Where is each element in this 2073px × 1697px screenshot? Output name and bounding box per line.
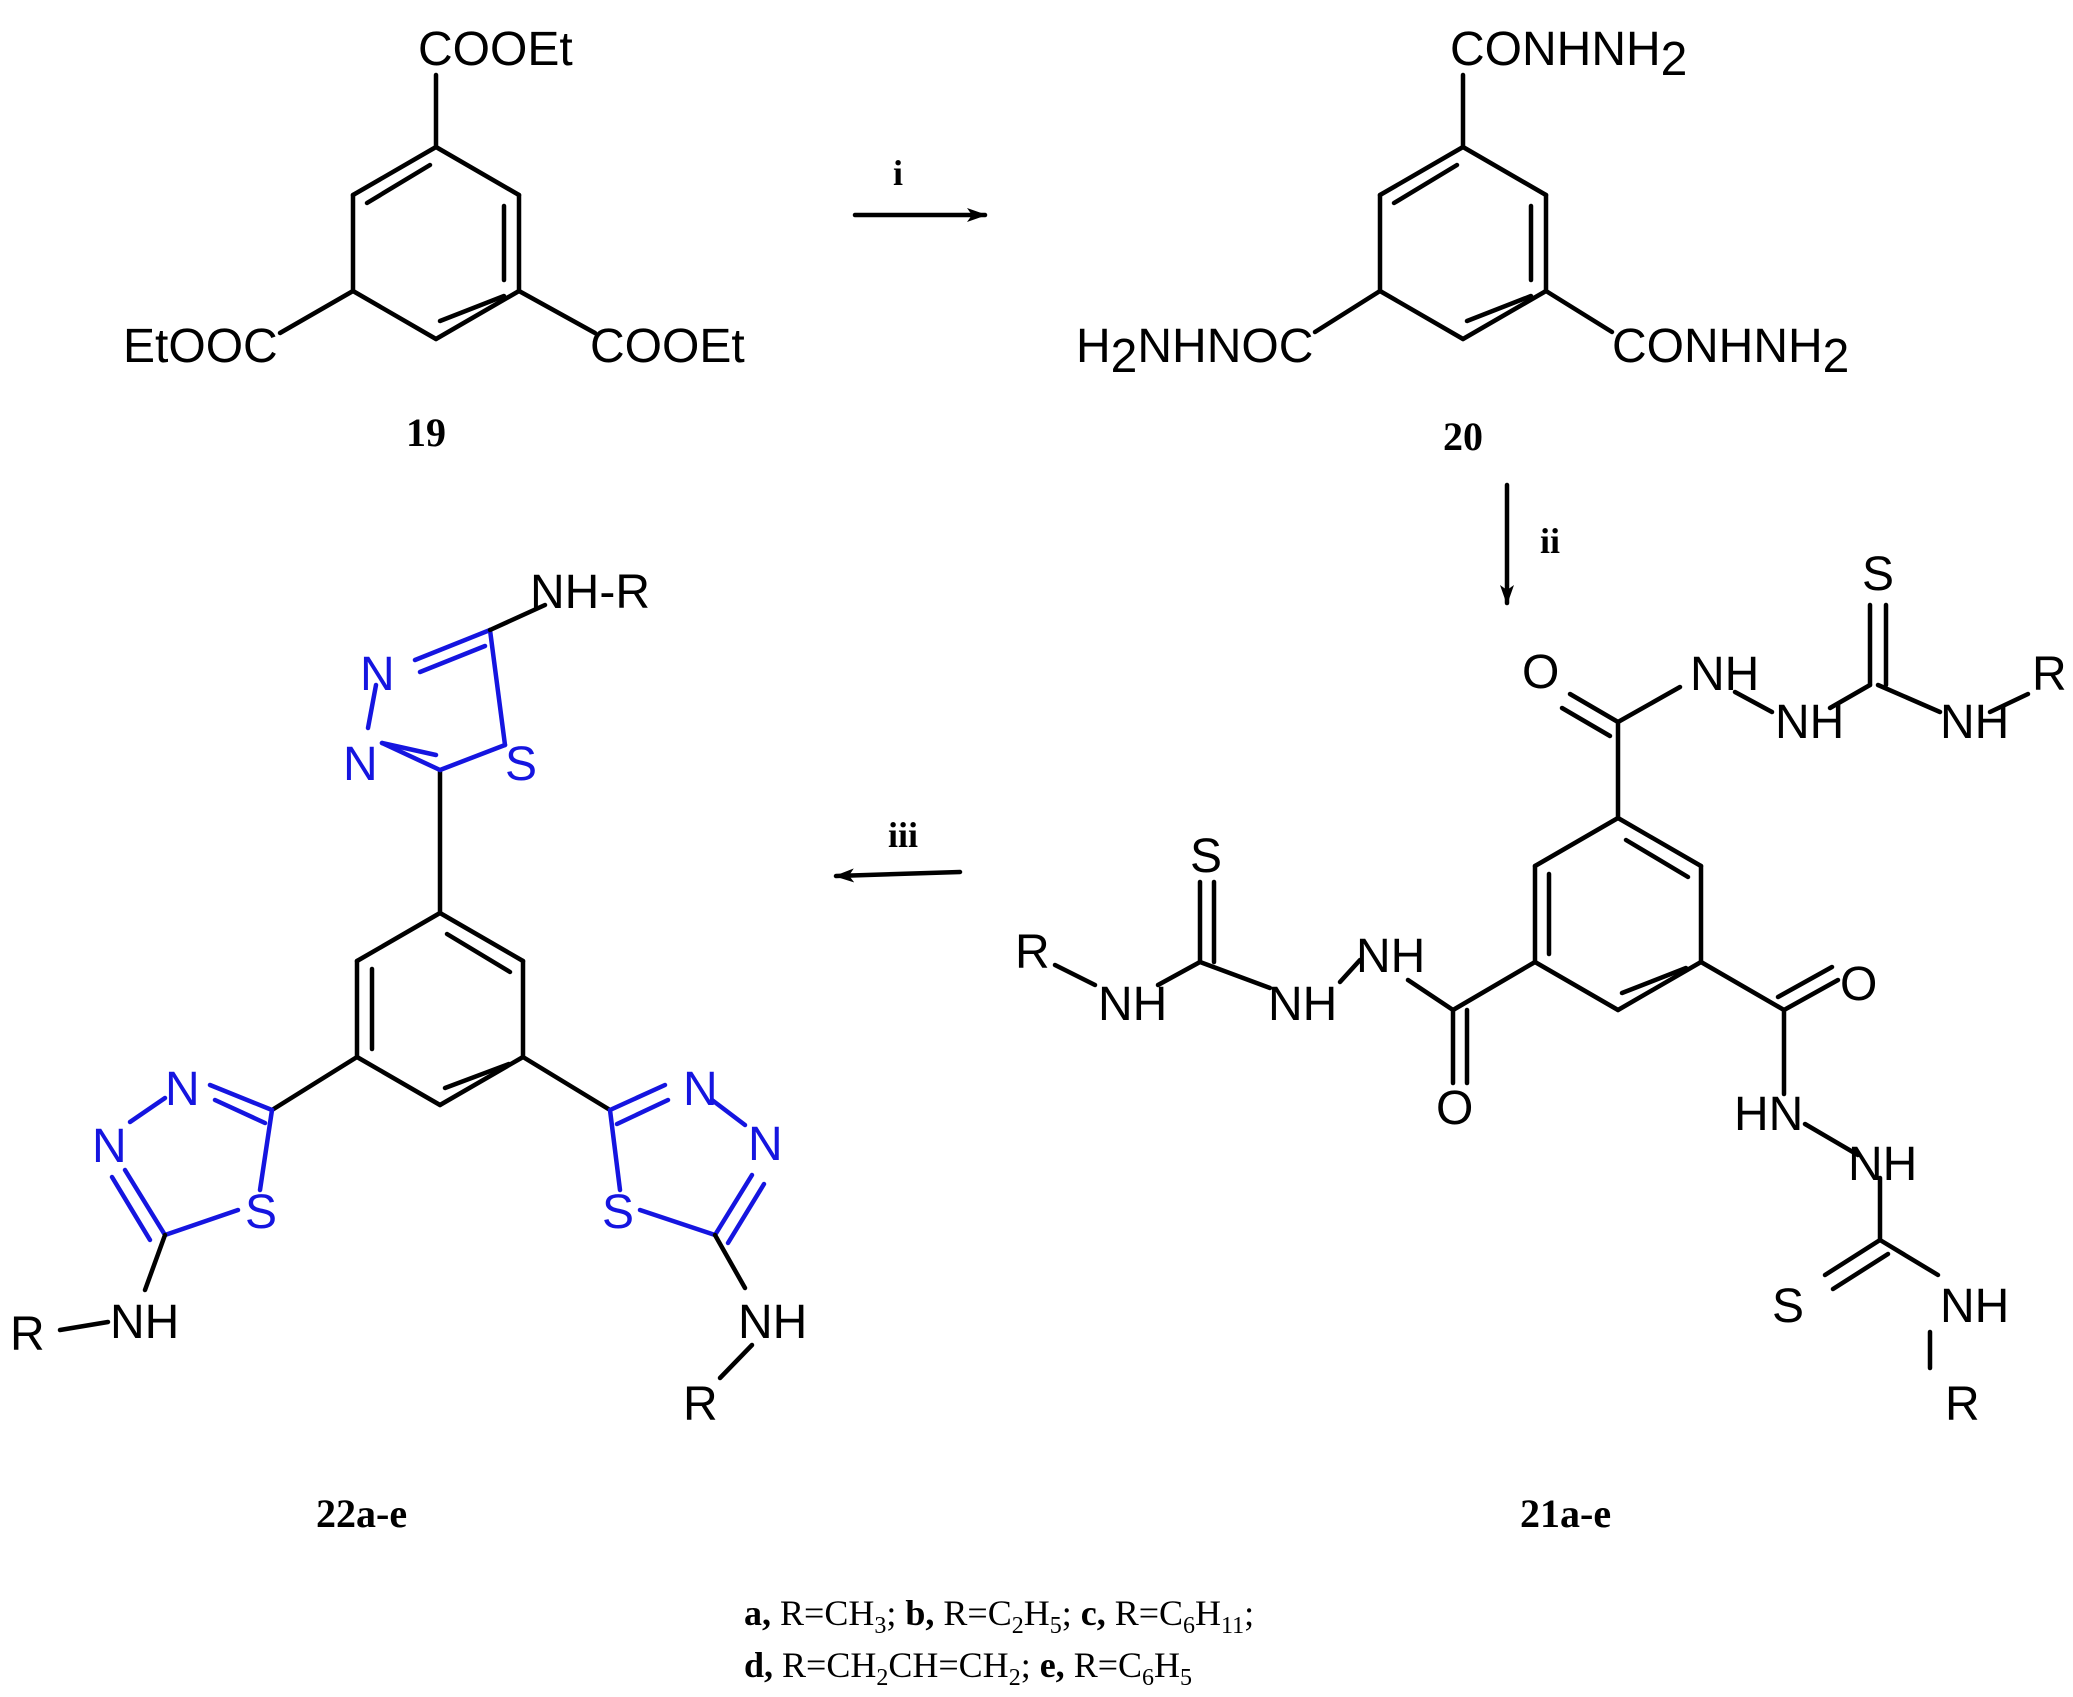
- benzene-ring: [1532, 815, 1704, 1013]
- legend-fragment: H: [1195, 1593, 1221, 1633]
- legend-fragment: R=CH: [771, 1593, 874, 1633]
- legend-fragment: 6: [1183, 1613, 1195, 1639]
- hydrazine-nh-left: NH: [1268, 978, 1337, 1031]
- legend-fragment: H: [1154, 1645, 1180, 1685]
- compound-20: CONHNH2 H2NHNOC CONHNH2 20: [1076, 23, 1849, 459]
- thioamide-nh-top: NH: [1940, 696, 2009, 749]
- legend-fragment: 6: [1142, 1665, 1154, 1691]
- carbonyl-oxygen-left: O: [1436, 1082, 1473, 1135]
- legend-fragment: ;: [1244, 1593, 1254, 1633]
- legend-fragment: 11: [1221, 1613, 1244, 1639]
- compound-number-19: 19: [406, 410, 446, 455]
- legend-fragment: 5: [1180, 1665, 1192, 1691]
- thioamide-nh-left: NH: [1098, 978, 1167, 1031]
- legend-fragment: c,: [1081, 1593, 1106, 1633]
- amide-nh-top: NH: [1690, 648, 1759, 701]
- ring-nitrogen: N: [683, 1063, 718, 1116]
- ring-sulfur: S: [245, 1186, 277, 1239]
- benzene-ring: [354, 910, 526, 1108]
- ester-group-top: COOEt: [418, 23, 573, 76]
- thione-sulfur-left: S: [1190, 830, 1222, 883]
- hydrazine-nh-top: NH: [1775, 696, 1844, 749]
- legend-fragment: ;: [1062, 1593, 1081, 1633]
- hydrazide-group-right: CONHNH2: [1612, 320, 1849, 383]
- benzene-ring: [1377, 144, 1549, 342]
- legend-fragment: b,: [905, 1593, 934, 1633]
- legend-fragment: H: [1024, 1593, 1050, 1633]
- legend-fragment: R=C: [934, 1593, 1011, 1633]
- ring-nitrogen: N: [360, 648, 395, 701]
- step-label-ii: ii: [1540, 521, 1560, 561]
- compound-19: COOEt EtOOC COOEt 19: [123, 23, 745, 455]
- legend-line-2: d, R=CH2CH=CH2; e, R=C6H5: [744, 1645, 1192, 1691]
- thiadiazole-ring-left: N N S: [92, 1063, 277, 1243]
- hydrazide-group-left: H2NHNOC: [1076, 320, 1313, 383]
- ring-sulfur: S: [505, 738, 537, 791]
- thiadiazole-ring-right: N N S: [602, 1063, 783, 1246]
- legend-fragment: 2: [876, 1665, 888, 1691]
- ring-sulfur: S: [602, 1186, 634, 1239]
- legend-fragment: R=CH: [773, 1645, 876, 1685]
- reaction-arrow-iii: iii: [833, 815, 963, 883]
- legend-fragment: R=C: [1106, 1593, 1183, 1633]
- carbonyl-oxygen-top: O: [1522, 646, 1559, 699]
- amine-nh-left: NH: [110, 1296, 179, 1349]
- ring-nitrogen: N: [748, 1118, 783, 1171]
- step-label-i: i: [893, 153, 903, 193]
- legend-fragment: a,: [744, 1593, 771, 1633]
- compound-number-21: 21a-e: [1520, 1491, 1611, 1536]
- hydrazide-group-top: CONHNH2: [1450, 23, 1687, 86]
- compound-number-20: 20: [1443, 414, 1483, 459]
- thione-sulfur-top: S: [1862, 548, 1894, 601]
- substituent-legend: a, R=CH3; b, R=C2H5; c, R=C6H11; d, R=CH…: [744, 1593, 1254, 1691]
- legend-fragment: 2: [1012, 1613, 1024, 1639]
- r-group-right: R: [683, 1378, 718, 1431]
- legend-fragment: CH=CH: [888, 1645, 1008, 1685]
- step-label-iii: iii: [888, 815, 918, 855]
- compound-21a-e: O NH NH S NH R O NH NH S NH R O HN: [1015, 548, 2067, 1536]
- carbonyl-oxygen-right: O: [1840, 958, 1877, 1011]
- thiadiazole-ring-top: N N S: [343, 627, 537, 791]
- benzene-ring: [350, 144, 522, 342]
- legend-fragment: d,: [744, 1645, 773, 1685]
- amine-nh-right: NH: [738, 1296, 807, 1349]
- amide-nh-left: NH: [1356, 930, 1425, 983]
- hydrazine-hn-right: HN: [1734, 1088, 1803, 1141]
- ring-nitrogen: N: [343, 738, 378, 791]
- r-group-top: R: [2032, 648, 2067, 701]
- r-group-left: R: [10, 1308, 45, 1361]
- legend-fragment: 2: [1009, 1665, 1021, 1691]
- legend-fragment: e,: [1040, 1645, 1065, 1685]
- r-group-right: R: [1945, 1378, 1980, 1431]
- compound-number-22: 22a-e: [316, 1491, 407, 1536]
- r-group-left: R: [1015, 926, 1050, 979]
- ester-group-right: COOEt: [590, 320, 745, 373]
- legend-fragment: 3: [874, 1613, 886, 1639]
- ring-nitrogen: N: [165, 1063, 200, 1116]
- compound-22a-e: N N S NH-R N N S NH R: [10, 566, 807, 1536]
- amine-group-top: NH-R: [530, 566, 650, 619]
- ring-nitrogen: N: [92, 1120, 127, 1173]
- reaction-arrow-i: i: [852, 153, 988, 222]
- reaction-arrow-ii: ii: [1500, 482, 1560, 606]
- legend-fragment: R=C: [1065, 1645, 1142, 1685]
- hydrazine-nh-right: NH: [1848, 1138, 1917, 1191]
- legend-line-1: a, R=CH3; b, R=C2H5; c, R=C6H11;: [744, 1593, 1254, 1639]
- legend-fragment: 5: [1050, 1613, 1062, 1639]
- thione-sulfur-right: S: [1772, 1280, 1804, 1333]
- thioamide-nh-right: NH: [1940, 1280, 2009, 1333]
- legend-fragment: ;: [1021, 1645, 1040, 1685]
- legend-fragment: ;: [886, 1593, 905, 1633]
- ester-group-left: EtOOC: [123, 320, 278, 373]
